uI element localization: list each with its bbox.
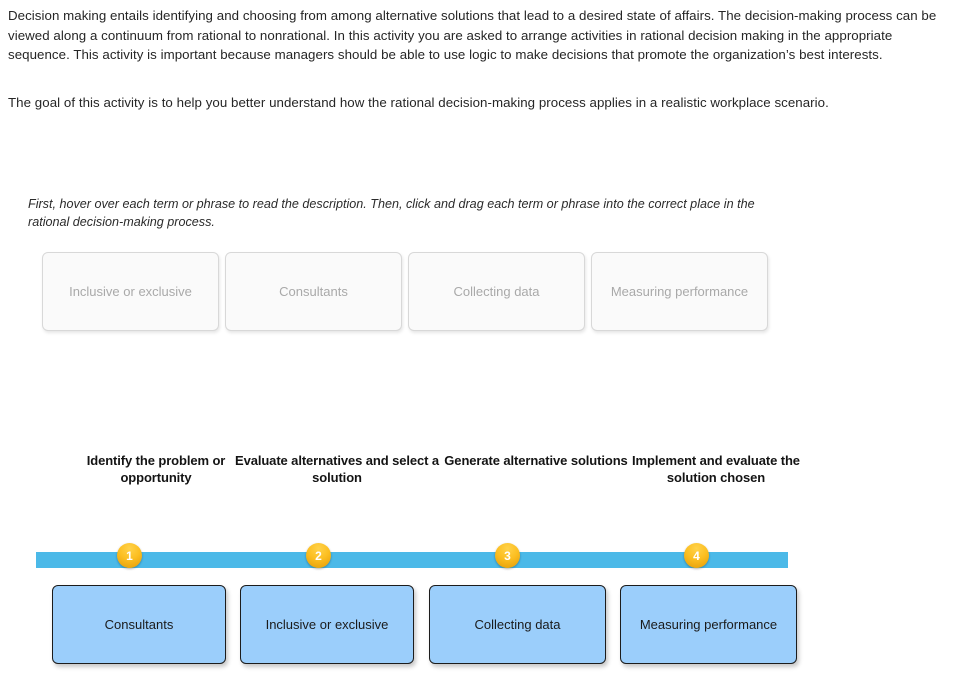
term-tile-label: Measuring performance xyxy=(610,284,749,299)
drop-slot-label: Measuring performance xyxy=(639,617,778,632)
timeline-node-4: 4 xyxy=(684,543,709,568)
term-tile[interactable]: Inclusive or exclusive xyxy=(42,252,219,331)
drop-slot-step-2[interactable]: Inclusive or exclusive xyxy=(240,585,414,664)
drop-slot-row: Consultants Inclusive or exclusive Colle… xyxy=(52,585,932,665)
term-tile-label: Inclusive or exclusive xyxy=(69,284,192,299)
term-tile[interactable]: Measuring performance xyxy=(591,252,768,331)
step-caption: Implement and evaluate the solution chos… xyxy=(632,453,800,485)
step-caption: Identify the problem or opportunity xyxy=(86,453,226,485)
drop-slot-step-3[interactable]: Collecting data xyxy=(429,585,606,664)
drop-slot-step-4[interactable]: Measuring performance xyxy=(620,585,797,664)
intro-paragraph-1: Decision making entails identifying and … xyxy=(8,8,937,62)
term-tile[interactable]: Consultants xyxy=(225,252,402,331)
timeline-node-1: 1 xyxy=(117,543,142,568)
intro-paragraph-2: The goal of this activity is to help you… xyxy=(8,94,829,110)
drop-slot-label: Inclusive or exclusive xyxy=(265,617,389,632)
term-tile-label: Consultants xyxy=(279,284,348,299)
process-timeline-bar: 1 2 3 4 xyxy=(36,543,788,568)
term-bank: Inclusive or exclusive Consultants Colle… xyxy=(42,252,922,334)
step-caption: Generate alternative solutions xyxy=(444,453,628,468)
process-step-captions: Identify the problem or opportunity Eval… xyxy=(36,452,836,492)
step-caption: Evaluate alternatives and select a solut… xyxy=(235,453,439,485)
activity-instruction: First, hover over each term or phrase to… xyxy=(28,197,755,229)
drop-slot-label: Consultants xyxy=(104,617,174,632)
drop-slot-step-1[interactable]: Consultants xyxy=(52,585,226,664)
intro-text-block: Decision making entails identifying and … xyxy=(8,6,950,116)
term-tile[interactable]: Collecting data xyxy=(408,252,585,331)
drop-slot-label: Collecting data xyxy=(474,617,561,632)
timeline-node-3: 3 xyxy=(495,543,520,568)
timeline-node-2: 2 xyxy=(306,543,331,568)
term-tile-label: Collecting data xyxy=(453,284,540,299)
